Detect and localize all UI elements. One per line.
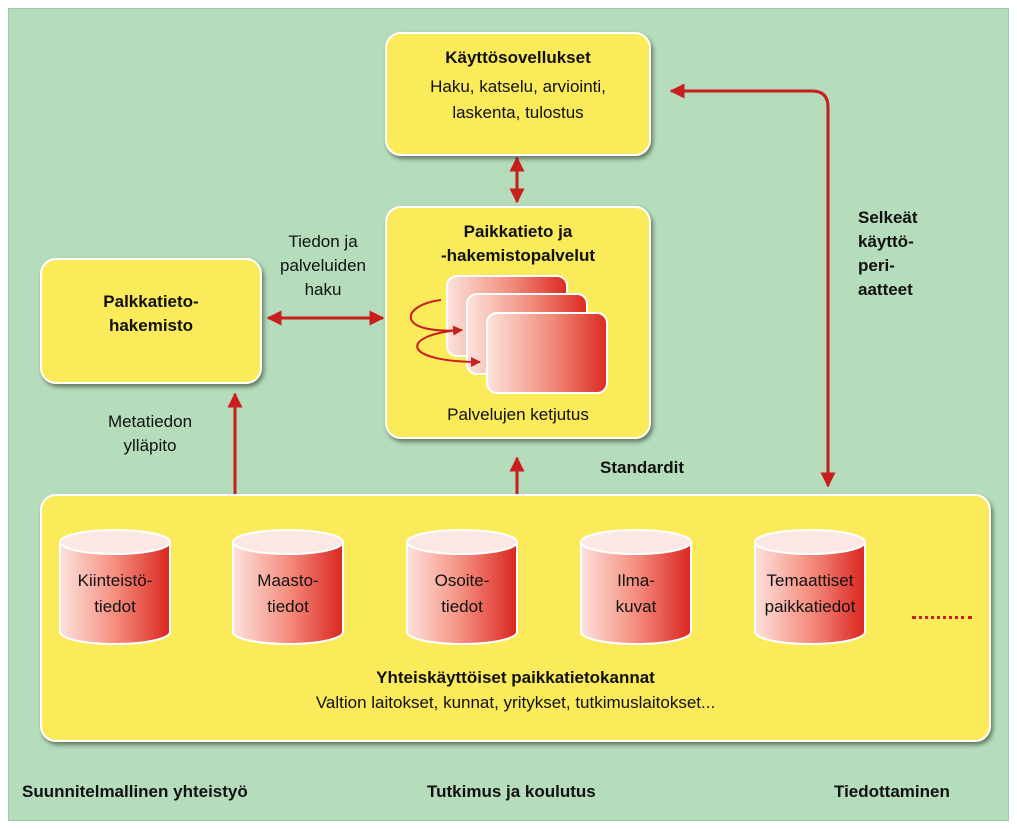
database-label-5: Temaattiset paikkatiedot bbox=[755, 568, 865, 620]
search-line1: Tiedon ja bbox=[288, 232, 358, 251]
database-cylinder-5 bbox=[754, 529, 866, 645]
search-line2: palveluiden bbox=[279, 256, 366, 275]
db4-line2: kuvat bbox=[615, 597, 657, 616]
services-caption: Palvelujen ketjutus bbox=[447, 405, 589, 424]
db2-line2: tiedot bbox=[267, 597, 309, 616]
principles-line4: aatteet bbox=[858, 280, 913, 299]
database-label-4: Ilma- kuvat bbox=[581, 568, 691, 620]
principles-line1: Selkeät bbox=[858, 208, 918, 227]
apps-line2: laskenta, tulostus bbox=[452, 103, 584, 122]
apps-line1: Haku, katselu, arviointi, bbox=[430, 77, 606, 96]
chain-arrow-2 bbox=[416, 329, 481, 367]
principles-line3: peri- bbox=[858, 256, 895, 275]
database-label-3: Osoite- tiedot bbox=[407, 568, 517, 620]
search-label: Tiedon ja palveluiden haku bbox=[268, 230, 378, 302]
databases-subtitle: Valtion laitokset, kunnat, yritykset, tu… bbox=[315, 693, 716, 712]
directory-box: Palkkatieto- hakemisto bbox=[40, 258, 262, 384]
directory-line2: hakemisto bbox=[108, 316, 194, 335]
services-title-line2: -hakemistopalvelut bbox=[441, 246, 595, 265]
database-cylinder-1 bbox=[59, 529, 171, 645]
db4-line1: Ilma- bbox=[617, 571, 655, 590]
footer-left: Suunnitelmallinen yhteistyö bbox=[22, 782, 248, 801]
metadata-label: Metatiedon ylläpito bbox=[95, 410, 205, 458]
footer-center: Tutkimus ja koulutus bbox=[427, 782, 596, 801]
meta-line2: ylläpito bbox=[123, 436, 177, 455]
database-cylinder-2 bbox=[232, 529, 344, 645]
db3-line1: Osoite- bbox=[434, 571, 490, 590]
db1-line2: tiedot bbox=[94, 597, 136, 616]
principles-label: Selkeät käyttö- peri- aatteet bbox=[858, 206, 948, 302]
search-line3: haku bbox=[304, 280, 342, 299]
directory-line1: Palkkatieto- bbox=[103, 292, 199, 311]
db3-line2: tiedot bbox=[441, 597, 483, 616]
apps-box: Käyttösovellukset Haku, katselu, arvioin… bbox=[385, 32, 651, 156]
meta-line1: Metatiedon bbox=[107, 412, 193, 431]
principles-line2: käyttö- bbox=[858, 232, 914, 251]
database-label-2: Maasto- tiedot bbox=[233, 568, 343, 620]
db5-line2: paikkatiedot bbox=[764, 597, 856, 616]
chain-arrow-1 bbox=[410, 299, 463, 336]
db2-line1: Maasto- bbox=[257, 571, 319, 590]
db1-line1: Kiinteistö- bbox=[77, 571, 153, 590]
database-label-1: Kiinteistö- tiedot bbox=[60, 568, 170, 620]
more-databases-ellipsis bbox=[912, 616, 972, 619]
footer-right: Tiedottaminen bbox=[834, 782, 950, 801]
arrow-apps-databases bbox=[669, 83, 836, 488]
database-cylinder-4 bbox=[580, 529, 692, 645]
service-card-3 bbox=[486, 312, 608, 394]
standards-label: Standardit bbox=[600, 458, 685, 477]
db5-line1: Temaattiset bbox=[766, 571, 854, 590]
database-cylinder-3 bbox=[406, 529, 518, 645]
databases-title: Yhteiskäyttöiset paikkatietokannat bbox=[376, 668, 655, 687]
apps-title: Käyttösovellukset bbox=[445, 48, 591, 67]
services-title-line1: Paikkatieto ja bbox=[463, 222, 573, 241]
